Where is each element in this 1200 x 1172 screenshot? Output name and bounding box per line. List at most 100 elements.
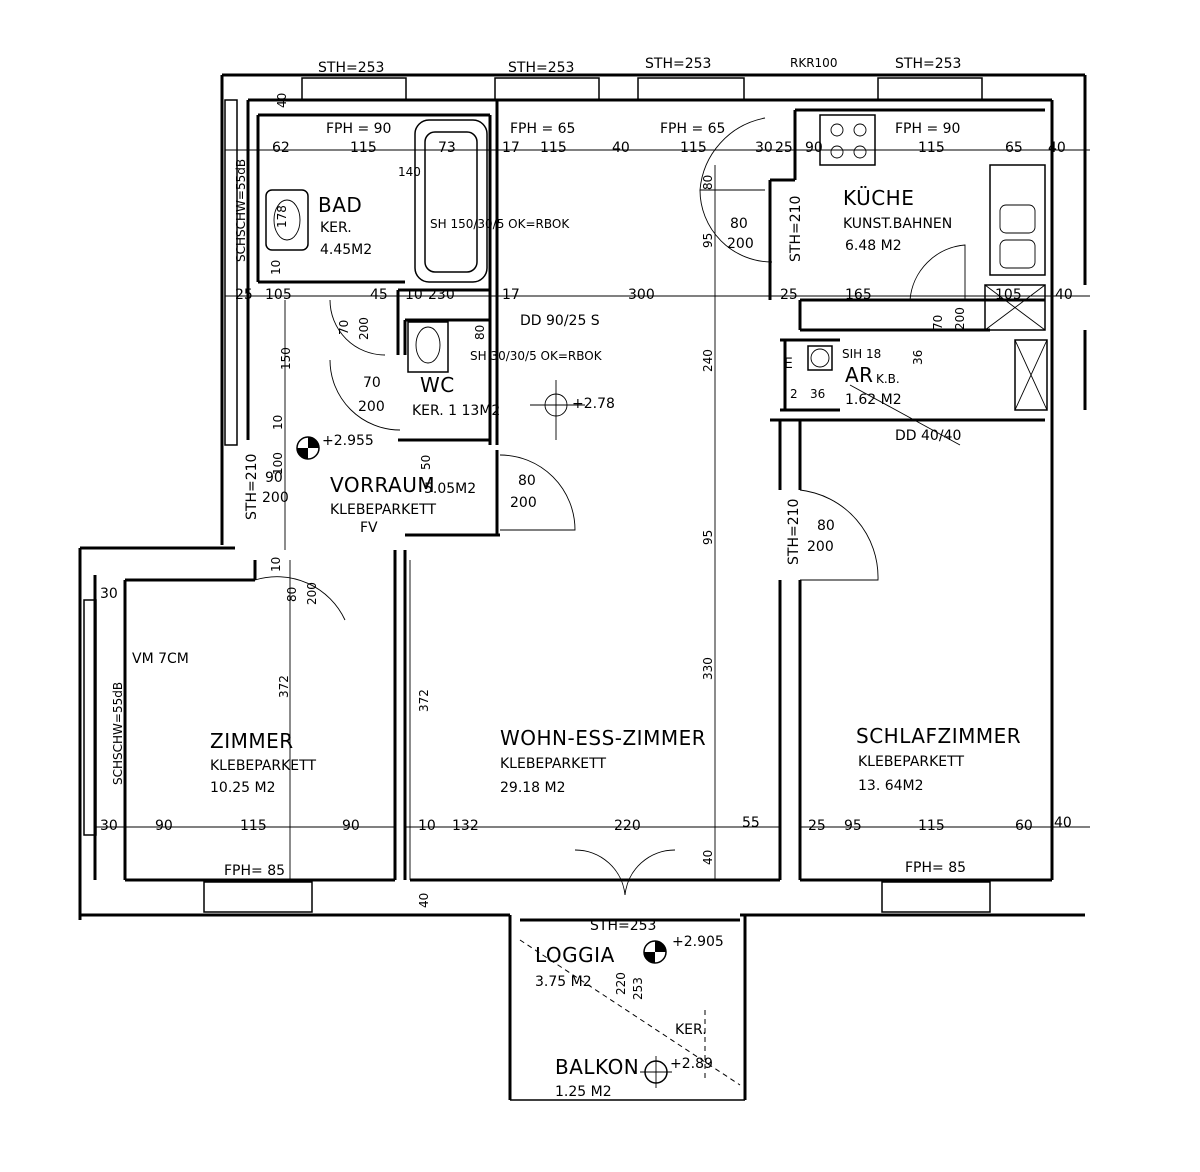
dimension-label: 95	[701, 530, 715, 545]
ar-label-e: E	[784, 356, 793, 372]
level-vorraum: +2.955	[322, 433, 374, 449]
dimension-label: 10	[269, 260, 283, 275]
room-kueche-area: 6.48 M2	[845, 238, 902, 254]
dimension-label: 40	[612, 140, 630, 156]
annotations: STH=253 STH=253 STH=253 STH=253 RKR100 S…	[111, 56, 966, 934]
doors	[254, 117, 966, 896]
room-bad-floor: KER.	[320, 220, 352, 236]
room-zimmer-floor: KLEBEPARKETT	[210, 758, 316, 774]
dimension-lines	[95, 149, 1090, 880]
level-marker-balkon	[640, 1056, 672, 1088]
dimension-label: 105	[995, 287, 1022, 303]
dd-ar: DD 40/40	[895, 428, 961, 444]
dimension-label: 30	[100, 586, 118, 602]
dimension-label: 40	[275, 93, 289, 108]
dimension-label: 40	[1048, 140, 1066, 156]
level-loggia: +2.905	[672, 934, 724, 950]
dimension-label: 230	[428, 287, 455, 303]
dimension-label: 90	[155, 818, 173, 834]
room-labels: BAD KER. 4.45M2 SH 150/30/5 OK=RBOK WC K…	[132, 186, 1021, 1100]
dimension-label: 45	[370, 287, 388, 303]
dimension-label: 80	[473, 325, 487, 340]
room-schlaf-floor: KLEBEPARKETT	[858, 754, 964, 770]
dimension-label: 132	[452, 818, 479, 834]
dimension-label: 200	[357, 317, 371, 340]
dimension-label: 240	[701, 349, 715, 372]
sth-vorraum: STH=210	[244, 454, 260, 520]
dimension-label: 25	[775, 140, 793, 156]
rkr-label: RKR100	[790, 56, 837, 70]
dimension-label: 95	[844, 818, 862, 834]
room-zimmer-area: 10.25 M2	[210, 780, 276, 796]
fph-wohn-2: FPH = 65	[660, 121, 725, 137]
dimension-label: 330	[701, 657, 715, 680]
ar-fan-symbol	[807, 345, 833, 371]
dimension-label: 220	[614, 972, 628, 995]
dimension-label: 10	[271, 415, 285, 430]
dimension-label: 140	[398, 165, 421, 179]
vorraum-fv: FV	[360, 520, 378, 536]
room-ar-name: AR	[845, 363, 874, 387]
room-schlaf-area: 13. 64M2	[858, 778, 924, 794]
room-ar-floor: K.B.	[876, 372, 900, 386]
sth-top-3: STH=253	[645, 56, 711, 72]
fph-zimmer: FPH= 85	[224, 863, 285, 879]
room-vorraum-name: VORRAUM	[330, 473, 435, 497]
dimension-label: 90	[265, 470, 283, 486]
bad-fixture: SH 150/30/5 OK=RBOK	[430, 217, 570, 231]
dimension-label: 90	[342, 818, 360, 834]
dimension-label: 200	[262, 490, 289, 506]
dimension-label: 40	[1054, 815, 1072, 831]
room-vorraum-floor: KLEBEPARKETT	[330, 502, 436, 518]
fph-schlaf: FPH= 85	[905, 860, 966, 876]
dimension-label: 62	[272, 140, 290, 156]
dimension-label: 30	[755, 140, 773, 156]
dimension-label: 115	[680, 140, 707, 156]
dimension-labels: 62 115 73 17 115 40 115 30 25 90 115 65 …	[100, 93, 1073, 1000]
sth-top-2: STH=253	[508, 60, 574, 76]
dimension-label: 10	[405, 287, 423, 303]
dimension-label: 90	[805, 140, 823, 156]
fph-wohn-1: FPH = 65	[510, 121, 575, 137]
dimension-label: 200	[305, 582, 319, 605]
dimension-label: 17	[502, 287, 520, 303]
dimension-label: 40	[1055, 287, 1073, 303]
dimension-label: 80	[730, 216, 748, 232]
room-wohn-area: 29.18 M2	[500, 780, 566, 796]
dimension-label: 10	[269, 557, 283, 572]
room-ar-area: 1.62 M2	[845, 392, 902, 408]
dimension-label: 80	[817, 518, 835, 534]
room-loggia-name: LOGGIA	[535, 943, 615, 967]
level-marker-vorraum	[296, 436, 320, 460]
dimension-label: 178	[275, 205, 289, 228]
fph-kueche: FPH = 90	[895, 121, 960, 137]
zimmer-vm: VM 7CM	[132, 651, 189, 667]
dimension-label: 70	[363, 375, 381, 391]
level-marker-loggia	[643, 940, 667, 964]
dimension-label: 73	[438, 140, 456, 156]
dimension-label: 115	[918, 818, 945, 834]
dimension-label: 70	[337, 320, 351, 335]
dimension-label: 220	[614, 818, 641, 834]
room-kueche-name: KÜCHE	[843, 186, 914, 210]
sth-loggia: STH=253	[590, 918, 656, 934]
dimension-label: 115	[240, 818, 267, 834]
dimension-label: 115	[540, 140, 567, 156]
room-wohn-name: WOHN-ESS-ZIMMER	[500, 726, 706, 750]
room-zimmer-name: ZIMMER	[210, 729, 294, 753]
dimension-label: 105	[265, 287, 292, 303]
dimension-label: 200	[510, 495, 537, 511]
walls	[78, 73, 1087, 1101]
dimension-label: 25	[780, 287, 798, 303]
room-wc-name: WC	[420, 373, 455, 397]
dimension-label: 115	[350, 140, 377, 156]
dimension-label: 40	[701, 850, 715, 865]
dimension-label: 65	[1005, 140, 1023, 156]
dimension-label: 40	[417, 893, 431, 908]
wc-fixture: SH 30/30/5 OK=RBOK	[470, 349, 603, 363]
dimension-label: 372	[417, 689, 431, 712]
room-balkon-area: 1.25 M2	[555, 1084, 612, 1100]
dimension-label: 80	[701, 175, 715, 190]
schacht-2: SCHSCHW=55dB	[111, 682, 125, 785]
